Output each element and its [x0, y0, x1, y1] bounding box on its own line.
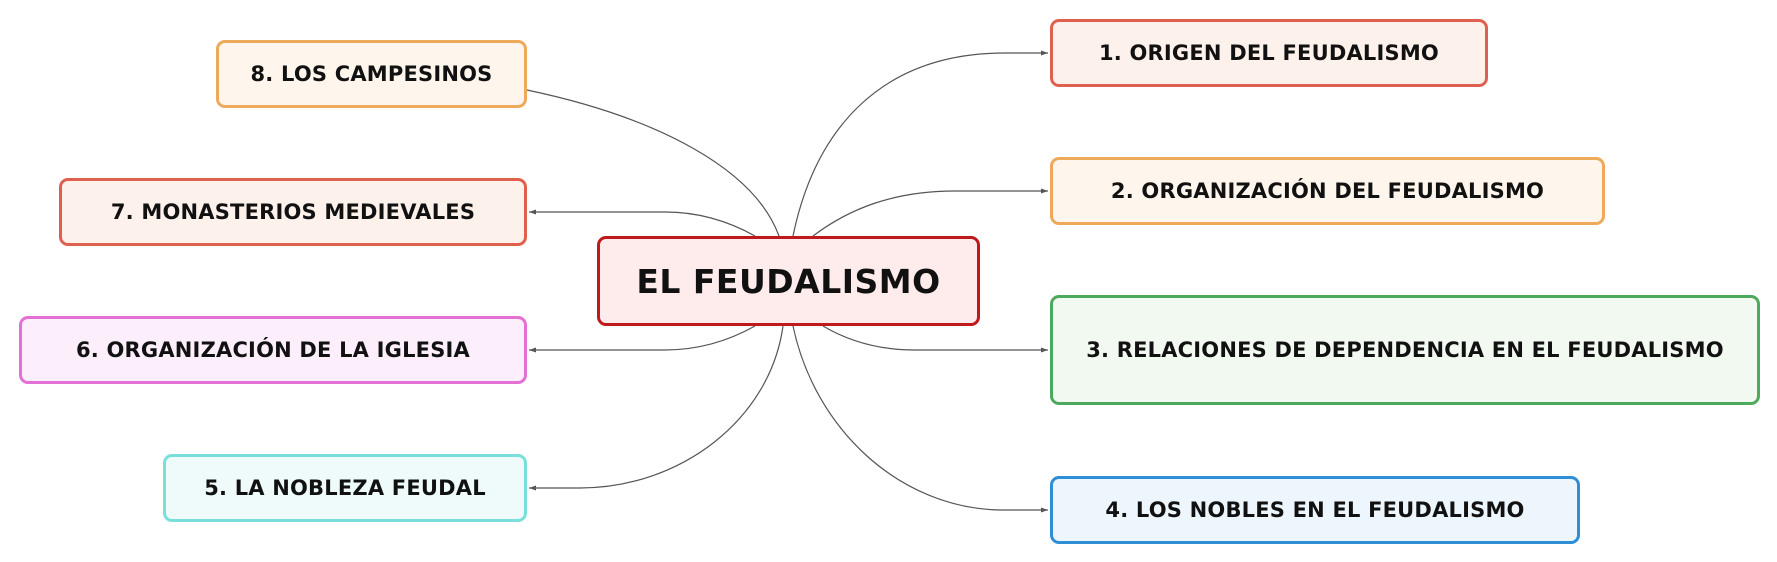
central-topic-label: EL FEUDALISMO — [636, 261, 941, 301]
branch-label-7: 7. MONASTERIOS MEDIEVALES — [110, 200, 476, 224]
branch-node-2[interactable]: 2. ORGANIZACIÓN DEL FEUDALISMO — [1050, 157, 1605, 225]
branch-label-6: 6. ORGANIZACIÓN DE LA IGLESIA — [75, 338, 471, 362]
branch-label-4: 4. LOS NOBLES EN EL FEUDALISMO — [1105, 498, 1525, 522]
branch-node-5[interactable]: 5. LA NOBLEZA FEUDAL — [163, 454, 527, 522]
branch-node-7[interactable]: 7. MONASTERIOS MEDIEVALES — [59, 178, 527, 246]
connector-3 — [822, 325, 1048, 353]
branch-label-5: 5. LA NOBLEZA FEUDAL — [204, 476, 486, 500]
branch-label-3: 3. RELACIONES DE DEPENDENCIA EN EL FEUDA… — [1086, 338, 1724, 362]
branch-node-6[interactable]: 6. ORGANIZACIÓN DE LA IGLESIA — [19, 316, 527, 384]
connector-1 — [792, 50, 1048, 237]
branch-label-8: 8. LOS CAMPESINOS — [250, 62, 493, 86]
connector-5 — [529, 325, 784, 491]
branch-label-1: 1. ORIGEN DEL FEUDALISMO — [1099, 41, 1439, 65]
central-topic[interactable]: EL FEUDALISMO — [597, 236, 980, 326]
connector-4 — [792, 325, 1048, 513]
branch-label-2: 2. ORGANIZACIÓN DEL FEUDALISMO — [1110, 179, 1545, 203]
connector-8 — [526, 89, 780, 237]
branch-node-8[interactable]: 8. LOS CAMPESINOS — [216, 40, 527, 108]
branch-node-1[interactable]: 1. ORIGEN DEL FEUDALISMO — [1050, 19, 1488, 87]
branch-node-4[interactable]: 4. LOS NOBLES EN EL FEUDALISMO — [1050, 476, 1580, 544]
connector-6 — [529, 325, 756, 353]
connector-7 — [529, 209, 756, 237]
connector-2 — [812, 188, 1048, 237]
branch-node-3[interactable]: 3. RELACIONES DE DEPENDENCIA EN EL FEUDA… — [1050, 295, 1760, 405]
